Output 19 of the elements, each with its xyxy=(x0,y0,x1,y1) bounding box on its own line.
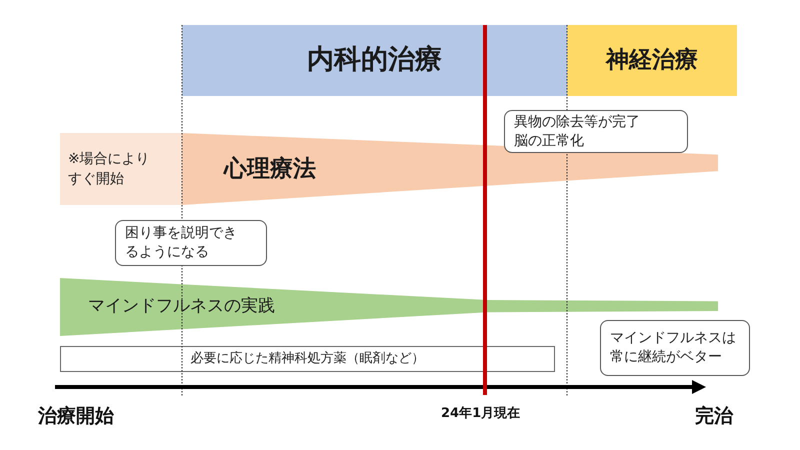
callout-box xyxy=(115,220,267,266)
callout-box xyxy=(504,110,688,153)
note-band xyxy=(60,133,182,205)
phase-title: 内科的治療 xyxy=(307,43,442,78)
therapy-wedge xyxy=(182,133,718,205)
medication-text: 必要に応じた精神科処方薬（眠剤など） xyxy=(190,350,424,368)
phase-title: 神経治療 xyxy=(606,46,698,76)
callout-text: 異物の除去等が完了脳の正常化 xyxy=(514,112,641,150)
callout-box xyxy=(600,320,750,376)
callout-text: 困り事を説明できるようになる xyxy=(125,224,238,262)
medication-bar xyxy=(60,346,555,372)
callout-text: マインドフルネスは常に継続がベター xyxy=(610,329,737,367)
phase-band xyxy=(567,25,737,96)
timeline-label: 完治 xyxy=(695,404,733,429)
timeline-label: 24年1月現在 xyxy=(441,405,520,423)
therapy-label: 心理療法 xyxy=(224,154,316,184)
note-text: ※場合によりすぐ開始 xyxy=(68,150,151,189)
timeline-label: 治療開始 xyxy=(38,404,114,429)
phase-band xyxy=(182,25,567,96)
